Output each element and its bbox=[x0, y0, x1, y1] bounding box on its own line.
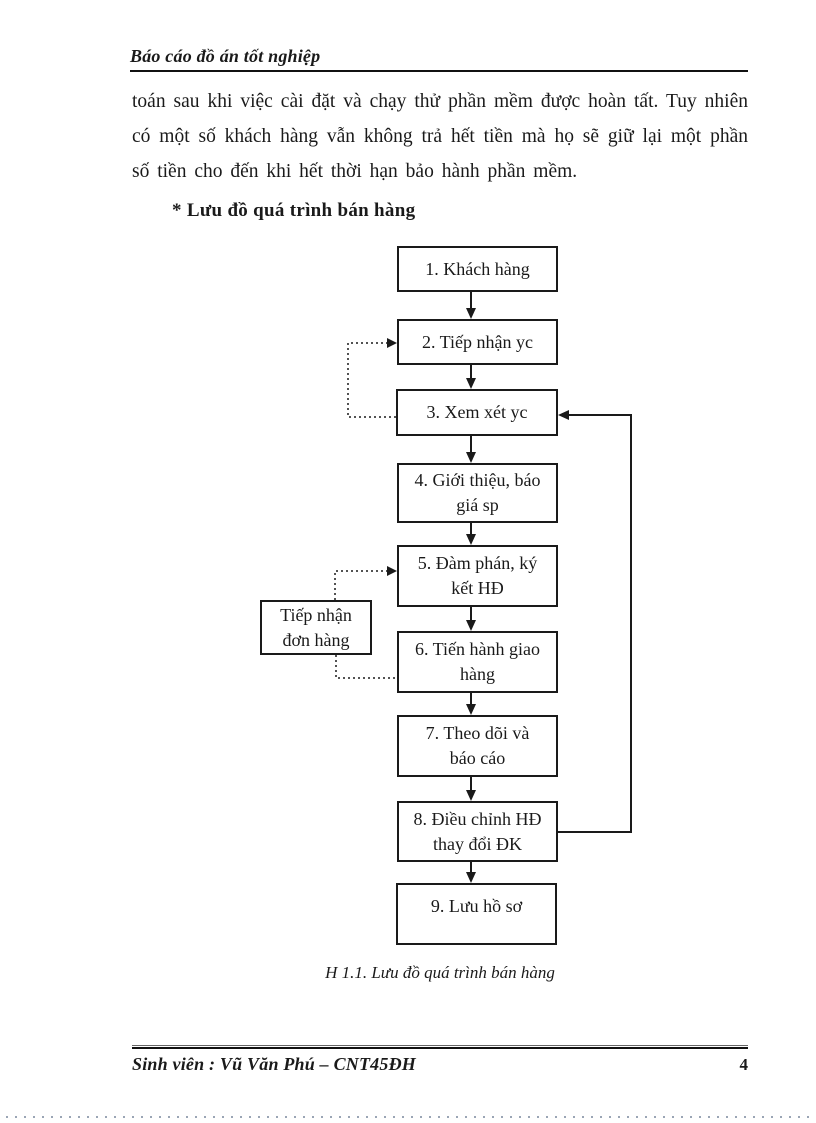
dashed-sidebox-to-box6 bbox=[335, 655, 396, 679]
footer-page-number: 4 bbox=[739, 1055, 749, 1074]
page-footer: Sinh viên : Vũ Văn Phú – CNT45ĐH 4 bbox=[132, 1054, 748, 1075]
flowchart-box-9-luu-ho-so: 9. Lưu hồ sơ bbox=[396, 883, 557, 945]
arrow-box3-to-box4 bbox=[466, 436, 476, 463]
flowchart-box-7-theo-doi-bao-cao: 7. Theo dõi và báo cáo bbox=[397, 715, 558, 777]
arrow-box4-to-box5 bbox=[466, 523, 476, 545]
dashed-sidebox-to-box5 bbox=[334, 566, 397, 600]
body-paragraph: toán sau khi việc cài đặt và chạy thử ph… bbox=[132, 91, 748, 182]
dashed-feedback-box3-to-box2 bbox=[347, 338, 397, 418]
arrow-box1-to-box2 bbox=[466, 292, 476, 319]
arrow-box5-to-box6 bbox=[466, 607, 476, 631]
flowchart-box-4-gioi-thieu-bao-gia: 4. Giới thiệu, báo giá sp bbox=[397, 463, 558, 523]
footer-student-name: Sinh viên : Vũ Văn Phú – CNT45ĐH bbox=[132, 1054, 416, 1074]
arrow-box2-to-box3 bbox=[466, 365, 476, 389]
arrow-box6-to-box7 bbox=[466, 693, 476, 715]
flowchart-side-box-tiep-nhan-don-hang: Tiếp nhận đơn hàng bbox=[260, 600, 372, 655]
flowchart-box-6-tien-hanh-giao-hang: 6. Tiến hành giao hàng bbox=[397, 631, 558, 693]
flowchart-box-5-dam-phan-ky-ket: 5. Đàm phán, ký kết HĐ bbox=[397, 545, 558, 607]
flowchart-box-8-dieu-chinh-hd: 8. Điều chỉnh HĐ thay đổi ĐK bbox=[397, 801, 558, 862]
footer-rule bbox=[132, 1045, 748, 1049]
flowchart-box-3-xem-xet-yc: 3. Xem xét yc bbox=[396, 389, 558, 436]
arrow-box8-to-box9 bbox=[466, 862, 476, 883]
feedback-box8-to-box3 bbox=[558, 410, 632, 833]
header-title: Báo cáo đồ án tốt nghiệp bbox=[130, 46, 321, 66]
page-break-dots bbox=[6, 1116, 810, 1118]
figure-caption: H 1.1. Lưu đồ quá trình bán hàng bbox=[325, 963, 555, 982]
section-heading: * Lưu đồ quá trình bán hàng bbox=[172, 200, 416, 221]
flowchart-box-1-khach-hang: 1. Khách hàng bbox=[397, 246, 558, 292]
arrow-box7-to-box8 bbox=[466, 777, 476, 801]
page-header: Báo cáo đồ án tốt nghiệp bbox=[130, 46, 748, 72]
flowchart-box-2-tiep-nhan-yc: 2. Tiếp nhận yc bbox=[397, 319, 558, 365]
